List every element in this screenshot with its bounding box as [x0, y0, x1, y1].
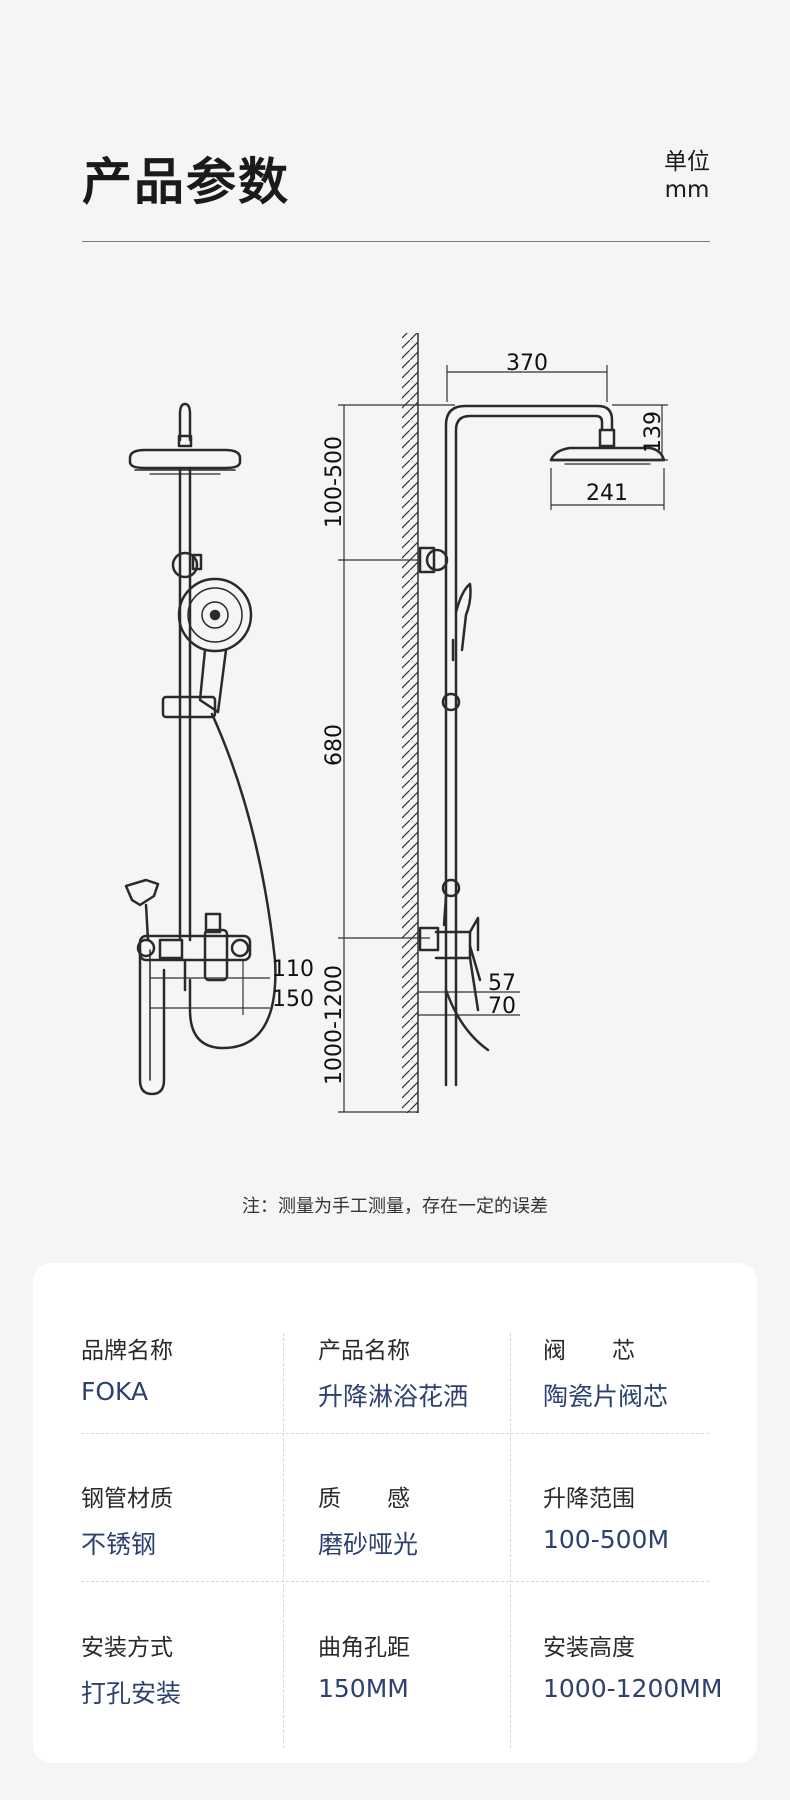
unit-label-line2: mm [664, 177, 710, 203]
column-divider [510, 1333, 511, 1748]
title-divider [82, 241, 710, 242]
dim-side-70: 70 [488, 994, 516, 1019]
spec-valve-core: 阀 芯 陶瓷片阀芯 [543, 1331, 668, 1413]
spec-label: 安装高度 [543, 1635, 635, 1661]
spec-value: 不锈钢 [81, 1530, 157, 1559]
measurement-note: 注：测量为手工测量，存在一定的误差 [242, 1196, 548, 1217]
spec-value: 磨砂哑光 [318, 1530, 419, 1559]
spec-label: 产品名称 [318, 1338, 410, 1364]
column-divider [283, 1333, 284, 1748]
spec-value: 150MM [318, 1674, 409, 1703]
dim-head-drop: 139 [641, 411, 666, 453]
side-height-dimension [338, 404, 455, 1113]
dim-head-arm: 370 [506, 351, 548, 376]
dim-install-height: 1000-1200 [322, 965, 347, 1085]
row-divider [81, 1433, 709, 1434]
front-view [124, 402, 277, 1096]
spec-brand: 品牌名称 FOKA [81, 1331, 173, 1406]
spec-label: 升降范围 [543, 1486, 635, 1512]
spec-value: 100-500M [543, 1525, 670, 1554]
spec-label: 曲角孔距 [318, 1635, 410, 1661]
spec-value: 打孔安装 [81, 1679, 182, 1708]
page-title: 产品参数 [82, 153, 290, 211]
spec-label: 安装方式 [81, 1635, 173, 1661]
dim-side-57: 57 [488, 971, 516, 996]
spec-card: 品牌名称 FOKA 产品名称 升降淋浴花洒 阀 芯 陶瓷片阀芯 钢管材质 不锈钢… [33, 1263, 757, 1763]
spec-label: 质 感 [318, 1486, 410, 1512]
spec-hole-distance: 曲角孔距 150MM [318, 1628, 410, 1703]
spec-lift-range: 升降范围 100-500M [543, 1479, 669, 1554]
unit-label: 单位 mm [664, 148, 710, 204]
spec-install-method: 安装方式 打孔安装 [81, 1628, 181, 1710]
spec-value: 1000-1200MM [543, 1674, 723, 1703]
spec-pipe-material: 钢管材质 不锈钢 [81, 1479, 173, 1561]
row-divider [81, 1581, 709, 1582]
side-lower-dimension-lines [418, 991, 520, 1016]
wall-hatch [402, 333, 418, 1113]
spec-value: 陶瓷片阀芯 [543, 1382, 669, 1411]
unit-label-line1: 单位 [664, 149, 710, 175]
spec-label: 阀 芯 [543, 1338, 635, 1364]
spec-value: FOKA [81, 1377, 149, 1406]
spec-install-height: 安装高度 1000-1200MM [543, 1628, 722, 1703]
side-head-dimension-lines [446, 365, 668, 510]
spec-value: 升降淋浴花洒 [318, 1382, 469, 1411]
dim-front-150: 150 [272, 987, 314, 1012]
dim-lift-range: 100-500 [322, 436, 347, 528]
spec-finish: 质 感 磨砂哑光 [318, 1479, 418, 1561]
dim-head-diameter: 241 [586, 481, 628, 506]
dim-bar-spacing: 680 [322, 724, 347, 766]
front-dimension-lines [149, 960, 270, 1015]
spec-label: 品牌名称 [81, 1338, 173, 1364]
spec-label: 钢管材质 [81, 1486, 173, 1512]
spec-product-name: 产品名称 升降淋浴花洒 [318, 1331, 468, 1413]
side-view [418, 404, 666, 1087]
dim-front-110: 110 [272, 957, 314, 982]
shower-dimension-drawing: 110 150 100-500 680 1000-1200 [124, 333, 668, 1113]
